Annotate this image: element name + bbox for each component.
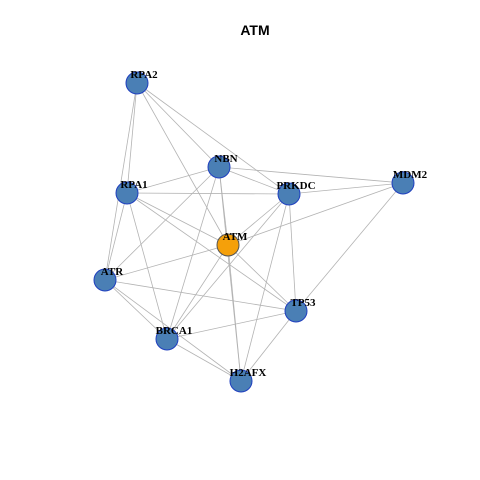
edge-mdm2-atm [227, 182, 404, 246]
node-nbn[interactable] [207, 155, 231, 179]
edge-prkdc-brca1 [166, 193, 290, 340]
edge-rpa1-atr [104, 192, 128, 281]
edge-rpa2-nbn [136, 82, 220, 168]
edge-nbn-mdm2 [218, 166, 404, 184]
nodes-layer [93, 71, 415, 393]
edge-nbn-rpa1 [126, 166, 220, 194]
edge-rpa1-prkdc [126, 192, 290, 195]
node-tp53[interactable] [284, 299, 308, 323]
edge-prkdc-atm [227, 193, 290, 246]
graph-title: ATM [240, 22, 269, 38]
edge-nbn-brca1 [166, 166, 220, 340]
edge-rpa2-atr [104, 82, 138, 281]
edge-atm-tp53 [227, 244, 297, 312]
node-rpa1[interactable] [115, 181, 139, 205]
node-brca1[interactable] [155, 327, 179, 351]
edge-atr-brca1 [104, 279, 168, 340]
node-label-rpa1: RPA1 [120, 179, 147, 191]
node-mdm2[interactable] [391, 171, 415, 195]
node-label-mdm2: MDM2 [393, 169, 428, 181]
node-label-nbn: NBN [214, 153, 237, 165]
edge-prkdc-h2afx [240, 193, 290, 382]
node-label-brca1: BRCA1 [156, 325, 193, 337]
edge-rpa2-atm [136, 82, 229, 246]
edge-rpa2-rpa1 [126, 82, 138, 194]
node-label-prkdc: PRKDC [276, 180, 315, 192]
edge-prkdc-mdm2 [288, 182, 404, 195]
edge-rpa1-tp53 [126, 192, 297, 312]
node-prkdc[interactable] [277, 182, 301, 206]
edge-tp53-h2afx [240, 310, 297, 382]
edge-rpa2-prkdc [136, 82, 290, 195]
node-atm[interactable] [216, 233, 240, 257]
node-label-tp53: TP53 [290, 297, 316, 309]
edge-nbn-prkdc [218, 166, 290, 195]
edge-nbn-atr [104, 166, 220, 281]
edge-atm-h2afx [227, 244, 242, 382]
edge-rpa1-atm [126, 192, 229, 246]
edge-atm-brca1 [166, 244, 229, 340]
node-label-rpa2: RPA2 [130, 69, 158, 81]
edge-rpa1-brca1 [126, 192, 168, 340]
node-atr[interactable] [93, 268, 117, 292]
edge-mdm2-tp53 [295, 182, 404, 312]
node-label-atm: ATM [223, 231, 248, 243]
edges-layer [104, 82, 404, 382]
edge-atr-tp53 [104, 279, 297, 312]
node-rpa2[interactable] [125, 71, 149, 95]
node-label-h2afx: H2AFX [230, 367, 267, 379]
edge-atm-atr [104, 244, 229, 281]
node-label-atr: ATR [101, 266, 124, 278]
edge-tp53-brca1 [166, 310, 297, 340]
node-h2afx[interactable] [229, 369, 253, 393]
edge-brca1-h2afx [166, 338, 242, 382]
edge-prkdc-tp53 [288, 193, 297, 312]
